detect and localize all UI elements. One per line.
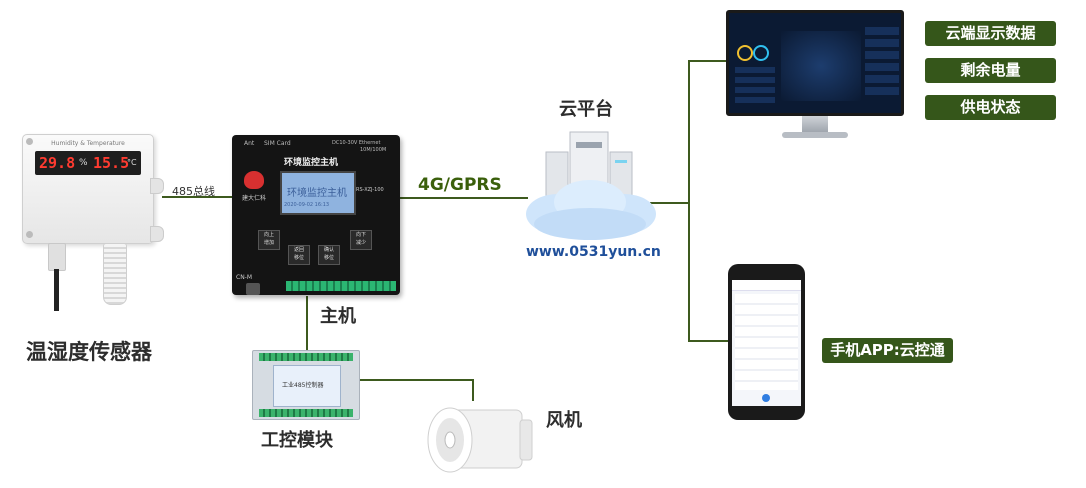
bus-label: 485总线 [172, 185, 215, 198]
temperature-value: 15.5 [93, 154, 130, 172]
cloud-puff-base [534, 208, 646, 240]
mobile-phone [728, 264, 805, 420]
server-center-slot [576, 142, 602, 148]
feature-remaining-battery: 剩余电量 [925, 58, 1056, 83]
host-model: RS-XZJ-100 [356, 187, 384, 193]
feature-cloud-display: 云端显示数据 [925, 21, 1056, 46]
host-port [246, 283, 260, 295]
dashboard-panel-left [735, 67, 775, 103]
server-right-light [615, 160, 627, 163]
sensor-mount-hole-bl [26, 231, 33, 238]
module-label: 工控模块 [261, 430, 333, 451]
sensor-probe [103, 243, 127, 305]
sensor-side-tab-top [150, 178, 164, 194]
sensor-label: 温湿度传感器 [26, 340, 152, 364]
monitor-base [782, 132, 848, 138]
connector-trunk-phone [688, 340, 728, 342]
fan-hub [444, 431, 456, 449]
dashboard-gauge-2 [753, 45, 769, 61]
cloud-url[interactable]: www.0531yun.cn [526, 244, 661, 260]
host-btn-ok-sub: 移位 [323, 255, 334, 261]
host-label: 主机 [320, 306, 356, 327]
connector-module-fan [357, 379, 473, 381]
phone-screen [732, 280, 801, 406]
host-btn-down-label: 向下 [355, 232, 366, 238]
host-btn-ok[interactable]: 确认移位 [318, 245, 340, 265]
lcd-title: 环境监控主机 [287, 188, 347, 199]
dashboard-panel-right [865, 27, 899, 97]
dashboard-gauge-1 [737, 45, 753, 61]
sensor-body: Humidity & Temperature 29.8 % 15.5 °C [22, 134, 154, 244]
host-controller: Ant SIM Card DC10-30V Ethernet 10M/100M … [232, 135, 400, 295]
sensor-cable-gland [48, 243, 66, 271]
sensor-side-tab-bottom [150, 226, 164, 242]
humidity-unit: % [79, 158, 88, 168]
fan-outlet [519, 419, 533, 461]
phone-home-icon[interactable] [762, 394, 770, 402]
host-btn-down-sub: 减少 [355, 240, 366, 246]
host-lcd-screen: 环境监控主机 2020-09-02 16:13 [280, 171, 356, 215]
host-btn-up-label: 向上 [263, 232, 274, 238]
host-ant-label: Ant [244, 140, 255, 147]
lcd-datetime: 2020-09-02 16:13 [284, 202, 330, 208]
connector-host-cloud [398, 197, 528, 199]
industrial-control-module: 工业485控制器 [252, 350, 360, 420]
host-brand: 建大仁科 [242, 195, 267, 202]
connector-host-module [306, 296, 308, 352]
temperature-unit: °C [127, 158, 137, 167]
sensor-cable [54, 269, 59, 311]
humidity-value: 29.8 [39, 154, 76, 172]
host-ethernet-label: 10M/100M [360, 147, 387, 153]
host-btn-down[interactable]: 向下减少 [350, 230, 372, 250]
monitor-screen [726, 10, 904, 116]
connector-fan-drop [472, 379, 474, 401]
sensor-header: Humidity & Temperature [51, 140, 125, 147]
host-cn-label: CN-M [236, 274, 253, 281]
desktop-monitor [726, 10, 906, 145]
host-btn-up-sub: 增加 [263, 240, 274, 246]
module-terminal-top [259, 353, 353, 361]
phone-list [735, 294, 798, 390]
sensor-display: 29.8 % 15.5 °C [35, 151, 141, 175]
module-panel-text: 工业485控制器 [282, 382, 324, 389]
sensor-mount-hole-tl [26, 138, 33, 145]
host-title: 环境监控主机 [284, 158, 339, 168]
app-label: 手机APP:云控通 [822, 338, 953, 363]
brand-logo-icon [244, 171, 264, 189]
host-btn-ok-label: 确认 [323, 247, 334, 253]
feature-power-status: 供电状态 [925, 95, 1056, 120]
host-terminal-block [286, 281, 396, 291]
host-btn-back-sub: 移位 [293, 255, 304, 261]
cloud-label: 云平台 [559, 99, 613, 120]
cloud-server-illustration [526, 131, 656, 240]
host-power-label: DC10-30V Ethernet [332, 140, 381, 146]
connector-sensor-host [162, 196, 232, 198]
phone-header-bar [732, 280, 801, 291]
host-btn-back-label: 返回 [293, 247, 304, 253]
module-terminal-bottom [259, 409, 353, 417]
fan-label: 风机 [546, 410, 582, 431]
fan-illustration [427, 407, 533, 473]
monitor-neck [802, 116, 828, 134]
host-sim-label: SIM Card [264, 140, 291, 147]
connector-trunk-vertical [688, 60, 690, 341]
host-btn-back[interactable]: 返回移位 [288, 245, 310, 265]
connector-cloud-trunk [650, 202, 688, 204]
link-label: 4G/GPRS [418, 175, 502, 195]
host-btn-up[interactable]: 向上增加 [258, 230, 280, 250]
dashboard-map [781, 31, 861, 101]
humidity-temperature-sensor: Humidity & Temperature 29.8 % 15.5 °C [22, 134, 164, 244]
module-panel: 工业485控制器 [273, 365, 341, 407]
connector-trunk-monitor [688, 60, 728, 62]
